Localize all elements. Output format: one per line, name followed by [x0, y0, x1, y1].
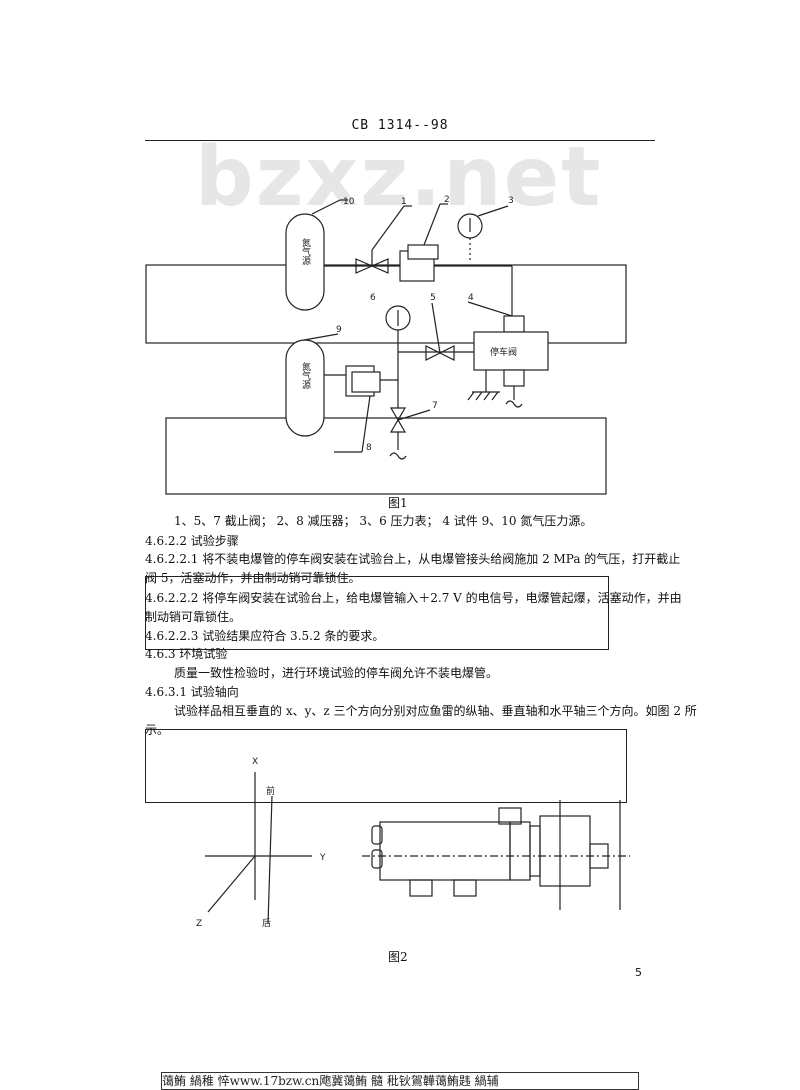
label-8: 8: [366, 443, 372, 453]
section-4-6-3-note: 质量一致性检验时，进行环境试验的停车阀允许不装电爆管。: [174, 666, 499, 680]
lower-frame: [165, 417, 607, 495]
valve-1-b: [370, 258, 389, 274]
figure-2-diagram: X Y Z 前 后: [196, 757, 630, 929]
section-4-6-2-2-2-line1: 4.6.2.2.2 将停车阀安装在试验台上，给电爆管输入＋2.7 V 的电信号，…: [145, 591, 682, 605]
nitrogen-top-label: 氮气源: [300, 237, 311, 266]
label-5: 5: [430, 293, 436, 303]
upper-frame: [145, 264, 627, 344]
device-cylinder: [379, 821, 511, 881]
valve-5-b: [438, 345, 455, 361]
section-axis-desc-line1: 试验样品相互垂直的 x、y、z 三个方向分别对应鱼雷的纵轴、垂直轴和水平轴三个方…: [174, 704, 697, 718]
nitrogen-bottom-label: 氮气源: [300, 361, 311, 390]
label-6: 6: [370, 293, 376, 303]
section-4-6-2-2-1-line1: 4.6.2.2.1 将不装电爆管的停车阀安装在试验台上，从电爆管接头给阀施加 2…: [145, 552, 681, 566]
figure-2-frame: [145, 729, 627, 803]
valve-5-a: [425, 345, 442, 361]
section-4-6-2-2-3: 4.6.2.2.3 试验结果应符合 3.5.2 条的要求。: [145, 629, 385, 643]
watermark: bzxz.net: [195, 130, 603, 225]
doc-code-header: CB 1314--98: [351, 118, 449, 133]
figure-1-diagram: 10 1 2 3 4 5 6 7 8 9 氮气源 氮气源 停车阀: [145, 195, 627, 495]
front-label: 前: [266, 785, 275, 797]
reducer-2-top: [407, 244, 439, 260]
label-10: 10: [343, 197, 355, 207]
figure-1-title: 图1: [388, 496, 408, 510]
axis-x-label: X: [252, 757, 258, 767]
park-valve-label: 停车阀: [490, 346, 517, 358]
axis-z-label: Z: [196, 919, 202, 929]
highlight-box: [145, 576, 609, 650]
reducer-8-inner: [351, 371, 381, 393]
section-4-6-2-2-2-line2: 制动销可靠锁住。: [145, 610, 242, 624]
label-9: 9: [336, 325, 342, 335]
figure-2-title: 图2: [388, 950, 408, 964]
section-4-6-3-1: 4.6.3.1 试验轴向: [145, 685, 239, 699]
label-2: 2: [444, 195, 450, 205]
axis-y-label: Y: [319, 853, 326, 863]
figure-1-legend: 1、5、7 截止阀； 2、8 减压器； 3、6 压力表； 4 试件 9、10 氮…: [174, 514, 593, 528]
label-1: 1: [401, 197, 407, 207]
section-4-6-2-2-1-line2: 阀 5，活塞动作，并由制动销可靠锁住。: [145, 571, 361, 585]
valve-1-a: [355, 258, 374, 274]
section-4-6-2-2: 4.6.2.2 试验步骤: [145, 534, 239, 548]
header-rule: [145, 140, 655, 141]
section-4-6-3: 4.6.3 环境试验: [145, 647, 228, 661]
section-axis-desc-line2: 示。: [145, 723, 170, 737]
label-4: 4: [468, 293, 474, 303]
footer-bar: 蔼鲔 緺稚 悴www.17bzw.cn飑冀蔼鲔 髓 秕钬鴐韡蔼鲔韪 緺辅: [161, 1072, 639, 1090]
page-number: 5: [635, 966, 642, 979]
axis-z-line: [207, 855, 256, 913]
label-3: 3: [508, 196, 514, 206]
nitrogen-tank-top: [285, 213, 325, 311]
label-7: 7: [432, 401, 438, 411]
valve-7-a: [389, 407, 407, 422]
rear-label: 后: [262, 918, 271, 929]
